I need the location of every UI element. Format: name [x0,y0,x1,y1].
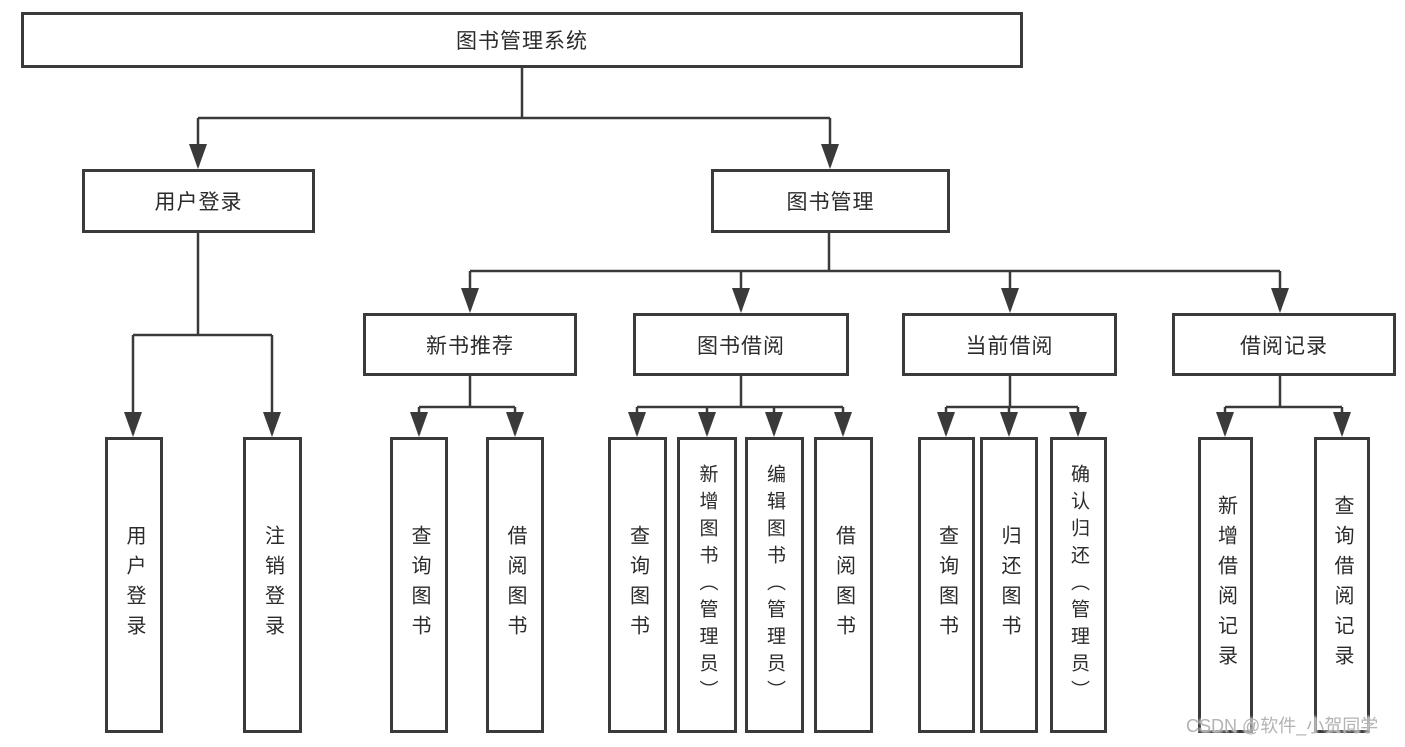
leaf-borrowing-query-books: 查询图书 [608,437,667,733]
leaf-logout: 注销登录 [243,437,302,733]
node-user-login: 用户登录 [82,169,315,233]
leaf-recommend-borrow-books: 借阅图书 [486,437,544,733]
node-current-borrowing: 当前借阅 [902,313,1117,376]
node-library-management-system: 图书管理系统 [21,12,1023,68]
leaf-query-borrow-record: 查询借阅记录 [1314,437,1370,733]
node-borrowing-records: 借阅记录 [1172,313,1396,376]
leaf-borrowing-borrow-books: 借阅图书 [814,437,873,733]
arrowheads [124,144,1351,437]
leaf-return-books: 归还图书 [980,437,1038,733]
node-book-management: 图书管理 [711,169,950,233]
csdn-watermark: CSDN @软件_小贺同学 [1186,716,1379,736]
leaf-user-login: 用户登录 [105,437,163,733]
leaf-confirm-return-admin: 确认归还（管理员） [1050,437,1107,733]
leaf-add-borrow-record: 新增借阅记录 [1198,437,1253,733]
node-new-book-recommend: 新书推荐 [363,313,577,376]
node-book-borrowing: 图书借阅 [633,313,849,376]
leaf-add-books-admin: 新增图书（管理员） [677,437,737,733]
leaf-recommend-query-books: 查询图书 [390,437,448,733]
leaf-current-query-books: 查询图书 [918,437,975,733]
leaf-edit-books-admin: 编辑图书（管理员） [745,437,804,733]
